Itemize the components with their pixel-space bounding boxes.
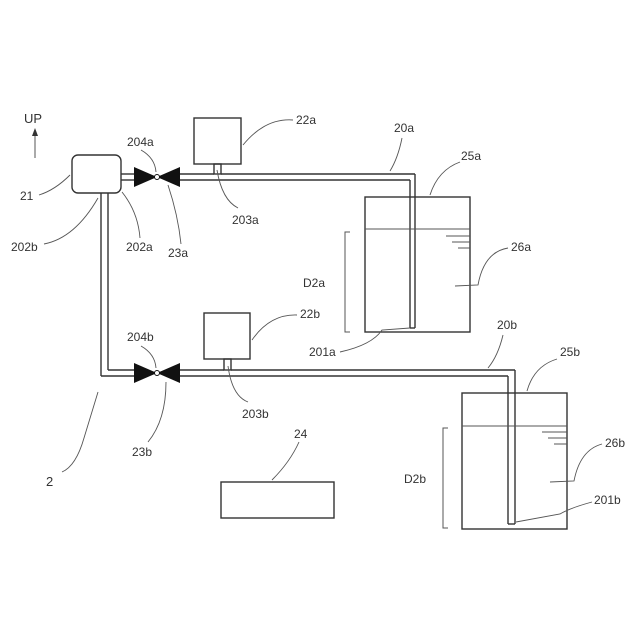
leader-204b [141, 346, 156, 368]
left-pipe [101, 193, 134, 376]
leader-23a [168, 185, 181, 244]
leader-203b [228, 366, 248, 402]
leader-26a [455, 248, 508, 286]
label-201a: 201a [309, 345, 336, 359]
label-24: 24 [294, 427, 308, 441]
leader-20b [488, 335, 503, 368]
label-26b: 26b [605, 436, 625, 450]
label-22a: 22a [296, 113, 316, 127]
label-204b: 204b [127, 330, 154, 344]
controller-box [72, 155, 121, 193]
liquid-b-marks [542, 432, 567, 444]
label-204a: 204a [127, 135, 154, 149]
label-203a: 203a [232, 213, 259, 227]
leader-20a [390, 138, 402, 171]
label-2: 2 [46, 474, 53, 489]
label-202a: 202a [126, 240, 153, 254]
leader-25a [430, 162, 460, 195]
depth-bracket-a [345, 232, 350, 332]
label-202b: 202b [11, 240, 38, 254]
label-26a: 26a [511, 240, 531, 254]
leader-26b [550, 444, 602, 482]
liquid-a-marks [446, 236, 470, 248]
leader-22a [243, 120, 293, 145]
label-25a: 25a [461, 149, 481, 163]
leader-21 [39, 175, 70, 195]
label-20b: 20b [497, 318, 517, 332]
label-22b: 22b [300, 307, 320, 321]
up-arrow [32, 128, 38, 158]
leader-2 [62, 392, 98, 472]
pump-b-connector [224, 359, 231, 370]
unit-24-box [221, 482, 334, 518]
label-203b: 203b [242, 407, 269, 421]
label-D2b: D2b [404, 472, 426, 486]
leader-203a [217, 170, 238, 208]
label-201b: 201b [594, 493, 621, 507]
label-23a: 23a [168, 246, 188, 260]
pump-b-box [204, 313, 250, 359]
label-D2a: D2a [303, 276, 325, 290]
leader-23b [148, 382, 166, 442]
leader-202b [44, 198, 98, 244]
leader-204a [141, 150, 156, 172]
depth-bracket-b [443, 428, 448, 528]
valve-b [134, 363, 180, 383]
valve-a [134, 167, 180, 187]
leader-202a [122, 192, 140, 238]
leader-25b [527, 359, 557, 391]
leader-24 [272, 442, 299, 480]
container-a [365, 197, 470, 332]
up-label: UP [24, 111, 42, 126]
label-25b: 25b [560, 345, 580, 359]
label-23b: 23b [132, 445, 152, 459]
leader-22b [252, 315, 297, 340]
leader-201b [516, 502, 592, 522]
pump-a-box [194, 118, 241, 164]
label-20a: 20a [394, 121, 414, 135]
label-21: 21 [20, 189, 34, 203]
